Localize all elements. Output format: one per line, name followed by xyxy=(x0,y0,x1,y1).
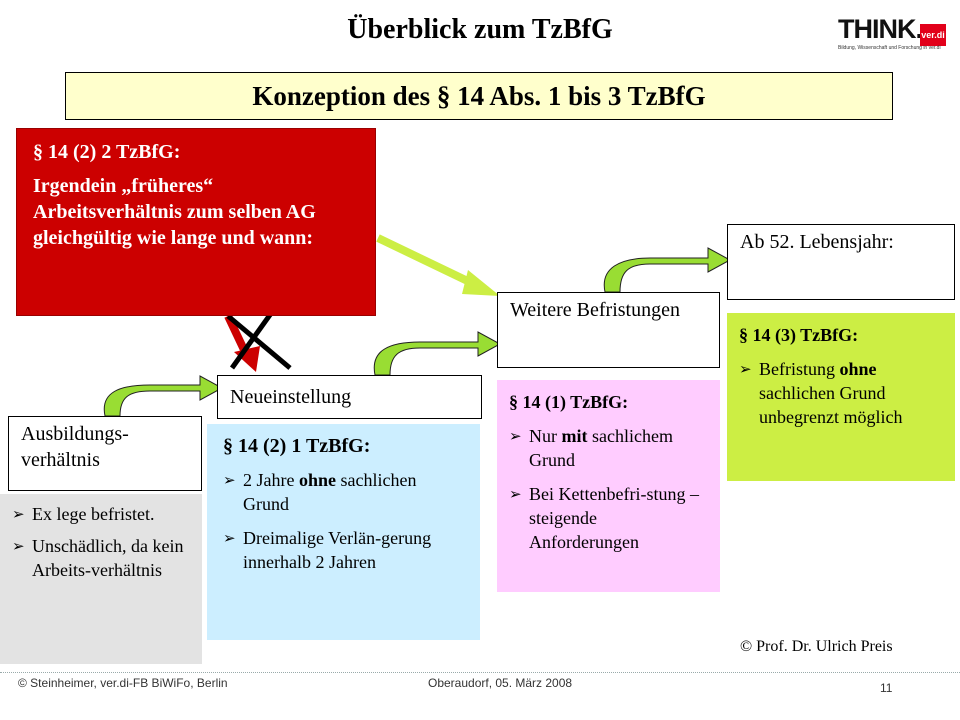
page-title: Überblick zum TzBfG xyxy=(347,14,613,45)
red-callout-box: § 14 (2) 2 TzBfG: Irgendein „früheres“ A… xyxy=(16,128,376,316)
list-item: ➢Befristung ohne sachlichen Grund unbegr… xyxy=(739,359,903,427)
list-item: ➢2 Jahre ohne sachlichen Grund xyxy=(223,470,417,514)
bullet-arrow-icon: ➢ xyxy=(739,360,752,378)
panel-heading: § 14 (1) TzBfG: xyxy=(509,392,629,412)
box-ausbildungsverhaeltnis: Ausbildungs-verhältnis xyxy=(8,416,202,491)
panel-heading: § 14 (3) TzBfG: xyxy=(739,325,859,345)
list-item: ➢Ex lege befristet. xyxy=(12,504,155,524)
footer-divider xyxy=(0,672,960,673)
panel-ausbildung-notes: ➢Ex lege befristet. ➢Unschädlich, da kei… xyxy=(0,494,202,664)
logo-verdi: ver.di xyxy=(920,24,946,46)
arrowhead-redbox-to-weitere xyxy=(462,270,500,296)
footer-author: © Steinheimer, ver.di-FB BiWiFo, Berlin xyxy=(18,676,228,690)
panel-14-3: § 14 (3) TzBfG: ➢Befristung ohne sachlic… xyxy=(727,313,955,481)
bullet-arrow-icon: ➢ xyxy=(12,505,25,523)
bullet-arrow-icon: ➢ xyxy=(12,537,25,555)
list-item: ➢Dreimalige Verlän-gerung innerhalb 2 Ja… xyxy=(223,528,432,572)
footer-date: Oberaudorf, 05. März 2008 xyxy=(428,676,573,690)
list-item: ➢Nur mit sachlichem Grund xyxy=(509,426,673,470)
red-box-text: Irgendein „früheres“ Arbeitsverhältnis z… xyxy=(33,175,316,249)
logo-brand: THINK. xyxy=(838,14,923,44)
arrow-weitere-to-ab52 xyxy=(603,247,732,293)
bullet-arrow-icon: ➢ xyxy=(223,471,236,489)
cross-mark-line-2 xyxy=(229,310,275,370)
arrow-redbox-to-weitere xyxy=(376,234,480,290)
arrow-neueinstellung-to-weitere xyxy=(373,331,502,376)
bullet-arrow-icon: ➢ xyxy=(223,529,236,547)
box-neueinstellung: Neueinstellung xyxy=(217,375,482,419)
list-item: ➢Bei Kettenbefri-stung – steigende Anfor… xyxy=(509,484,699,552)
bullet-arrow-icon: ➢ xyxy=(509,485,522,503)
subtitle-banner: Konzeption des § 14 Abs. 1 bis 3 TzBfG xyxy=(65,72,893,120)
arrow-redbox-to-neueinstellung xyxy=(224,314,250,356)
bullet-arrow-icon: ➢ xyxy=(509,427,522,445)
list-item: ➢Unschädlich, da kein Arbeits-verhältnis xyxy=(12,536,184,580)
box-weitere-befristungen: Weitere Befristungen xyxy=(497,292,720,368)
panel-14-1: § 14 (1) TzBfG: ➢Nur mit sachlichem Grun… xyxy=(497,380,720,592)
panel-heading: § 14 (2) 1 TzBfG: xyxy=(223,435,371,457)
page-number: 11 xyxy=(880,681,893,695)
panel-14-2-1: § 14 (2) 1 TzBfG: ➢2 Jahre ohne sachlich… xyxy=(207,424,480,640)
arrow-ausbildung-to-neueinstellung xyxy=(103,375,224,417)
cross-mark-line-1 xyxy=(226,314,292,370)
think-verdi-logo: THINK. ver.di Bildung, Wissenschaft und … xyxy=(838,10,948,54)
copyright-text: © Prof. Dr. Ulrich Preis xyxy=(740,638,893,655)
red-box-heading: § 14 (2) 2 TzBfG: xyxy=(33,141,181,163)
logo-tagline: Bildung, Wissenschaft und Forschung in v… xyxy=(838,45,941,51)
box-ab-52-lebensjahr: Ab 52. Lebensjahr: xyxy=(727,224,955,300)
